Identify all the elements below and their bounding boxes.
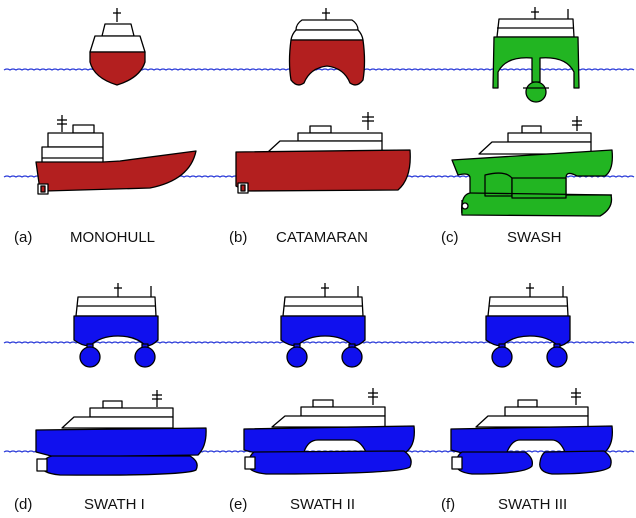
panel-a-name: MONOHULL <box>70 229 156 246</box>
swath-3-side-view <box>450 388 613 475</box>
monohull-front-view <box>89 8 146 86</box>
waterline-3 <box>3 341 635 344</box>
panel-f-name: SWATH III <box>498 496 568 513</box>
swath-2-side-view <box>243 388 415 475</box>
monohull-side-view <box>35 115 197 195</box>
swath-3-front-view <box>485 283 571 368</box>
swath-1-side-view <box>35 390 207 476</box>
swash-side-view <box>451 116 613 217</box>
panel-a-letter: (a) <box>14 229 33 246</box>
panel-c-name: SWASH <box>507 229 562 246</box>
panel-b-letter: (b) <box>229 229 248 246</box>
swash-front-view <box>492 7 580 103</box>
panel-d-letter: (d) <box>14 496 33 513</box>
catamaran-front-view <box>288 8 366 86</box>
panel-e-letter: (e) <box>229 496 248 513</box>
swath-2-front-view <box>280 283 366 368</box>
panel-b-name: CATAMARAN <box>276 229 368 246</box>
swath-1-front-view <box>73 283 159 368</box>
panel-c-letter: (c) <box>441 229 459 246</box>
catamaran-side-view <box>235 112 411 194</box>
panel-d-name: SWATH I <box>84 496 145 513</box>
panel-e-name: SWATH II <box>290 496 355 513</box>
panel-f-letter: (f) <box>441 496 456 513</box>
